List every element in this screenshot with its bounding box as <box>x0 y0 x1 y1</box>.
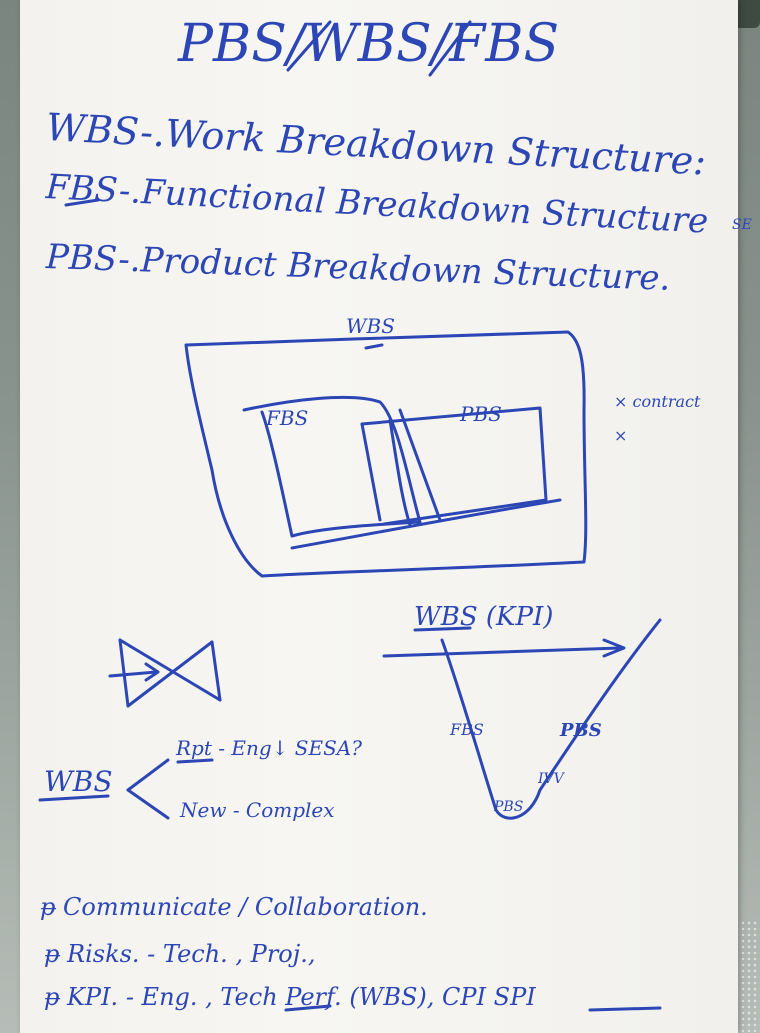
fbs-box-label: FBS <box>266 406 309 430</box>
bullet-text: KPI. - Eng. , Tech Perf. (WBS), CPI SPI <box>67 983 536 1011</box>
cpi-underline <box>588 1006 662 1012</box>
outer-box-label: WBS <box>346 314 395 338</box>
bullet-marker: ᵽ <box>44 983 67 1011</box>
vee-right-label: PBS <box>560 720 602 741</box>
pbs-box <box>360 406 548 526</box>
vee-title: WBS (KPI) <box>414 602 554 632</box>
inner-base-line <box>290 498 562 550</box>
bullet-marker: ᵽ <box>44 940 67 968</box>
pbs-box-left <box>360 422 382 522</box>
wbs-branch-lower: New - Complex <box>180 798 335 822</box>
vee-left-label: FBS <box>450 720 484 739</box>
bullet-text: Risks. - Tech. , Proj., <box>67 940 316 968</box>
contract-note: × contract <box>614 392 701 411</box>
fbs-underline <box>64 198 100 207</box>
overlap-line-2 <box>388 418 412 527</box>
vee-curve <box>440 618 662 820</box>
title-slash-2 <box>428 20 472 77</box>
vee-title-underline <box>413 626 472 632</box>
tech-perf-underline <box>284 1004 332 1012</box>
rpt-underline <box>176 758 214 764</box>
vee-mid-label: IVV <box>538 771 564 787</box>
fbs-box <box>242 395 422 538</box>
bullet-text: Communicate / Collaboration. <box>63 893 428 921</box>
overlap-line-1 <box>398 408 442 522</box>
pbs-box-label: PBS <box>460 402 502 426</box>
vee-bottom-label: PBS <box>494 799 524 815</box>
wbs-root-underline <box>38 794 110 802</box>
branch-lower <box>126 788 170 820</box>
wbs-label-underline <box>364 343 384 350</box>
wbs-branch-upper: Rpt - Eng↓ SESA? <box>176 736 362 760</box>
vee-top-arrow <box>382 646 622 658</box>
title-slash-1 <box>286 20 332 72</box>
wbs-branch-root: WBS <box>44 765 113 798</box>
arrow-icon <box>602 638 626 658</box>
blank-note: × <box>614 426 628 445</box>
bowtie-icon <box>108 638 222 708</box>
bullet-risks: ᵽ Risks. - Tech. , Proj., <box>44 942 315 966</box>
branch-upper <box>126 758 170 792</box>
outer-wbs-box <box>184 330 588 578</box>
bullet-communicate: ᵽ Communicate / Collaboration. <box>40 895 428 919</box>
bullet-marker: ᵽ <box>40 893 63 921</box>
bullet-kpi: ᵽ KPI. - Eng. , Tech Perf. (WBS), CPI SP… <box>44 985 536 1009</box>
se-note: SE <box>732 217 752 233</box>
page-title: PBS/WBS/FBS <box>178 14 560 74</box>
